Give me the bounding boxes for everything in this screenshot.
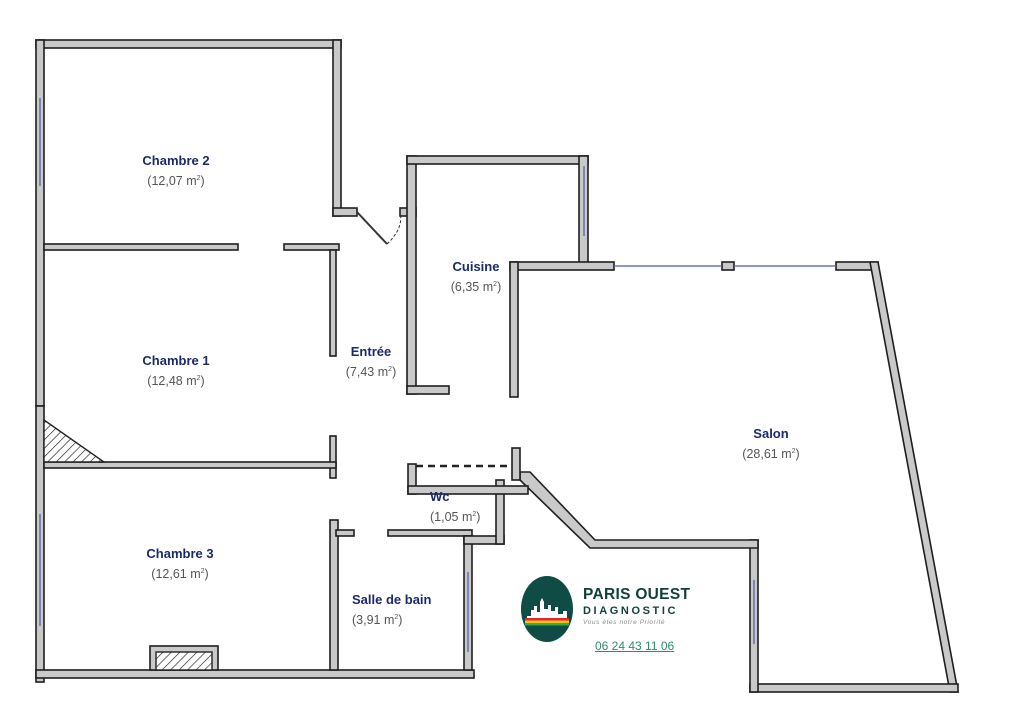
wall-wc-bottom [407, 485, 529, 495]
wall-kitchen-inner-right [509, 261, 519, 398]
wall-bottom-left [35, 669, 475, 679]
room-name: Cuisine [452, 259, 500, 274]
wall-entry-stub [332, 207, 358, 217]
logo-brand: PARIS OUEST [583, 586, 691, 603]
room-name: Chambre 1 [142, 353, 210, 368]
skyline-icon [525, 598, 569, 626]
duct-bedroom1 [43, 418, 107, 463]
room-area: (12,48 m2) [147, 374, 205, 389]
logo-emblem [521, 576, 573, 642]
wall-left-upper [35, 39, 45, 407]
room-label-entree: Entrée (7,43 m2) [334, 343, 408, 381]
logo-tagline: Vous êtes notre Priorité [583, 619, 666, 626]
room-label-salon: Salon (28,61 m2) [724, 425, 818, 463]
room-name: Entrée [350, 344, 392, 359]
room-area: (1,05 m2) [430, 510, 481, 525]
room-label-chambre-2: Chambre 2 (12,07 m2) [118, 152, 234, 190]
room-area: (12,07 m2) [147, 174, 205, 189]
logo-subtitle: DIAGNOSTIC [583, 605, 679, 617]
room-name: Chambre 2 [142, 153, 210, 168]
phone-link[interactable]: 06 24 43 11 06 [595, 639, 675, 653]
room-area: (12,61 m2) [151, 567, 209, 582]
room-name: Salle de bain [352, 592, 432, 607]
company-logo: PARIS OUEST DIAGNOSTIC Vous êtes notre P… [521, 576, 691, 656]
wall-wc-right [495, 479, 505, 545]
wall-kitchen-bottom [406, 385, 450, 395]
wall-bedroom2-bottom-left [43, 243, 239, 251]
room-label-salle-de-bain: Salle de bain (3,91 m2) [344, 591, 444, 629]
room-label-wc: Wc (1,05 m2) [424, 488, 492, 526]
room-area: (7,43 m2) [345, 365, 397, 380]
wall-salon-right [869, 261, 959, 693]
room-label-cuisine: Cuisine (6,35 m2) [436, 258, 516, 296]
room-name: Wc [430, 489, 450, 504]
wall-bath-top-stub [335, 529, 355, 537]
wall-bedroom1-right [329, 249, 337, 357]
room-name: Salon [753, 426, 789, 441]
room-area: (28,61 m2) [742, 447, 800, 462]
room-area: (3,91 m2) [352, 613, 403, 628]
wall-bedroom2-bottom-right [283, 243, 340, 251]
room-label-chambre-3: Chambre 3 (12,61 m2) [122, 545, 238, 583]
wall-top-bedroom2 [35, 39, 342, 49]
entry-door-leaf [356, 211, 388, 245]
wall-kitchen-inner-bottom [509, 261, 615, 271]
wall-salon-bottom [749, 683, 959, 693]
duct-bedroom3 [155, 651, 213, 671]
room-area: (6,35 m2) [450, 280, 502, 295]
wall-bath-top [387, 529, 473, 537]
wall-bedroom1-right-lower [329, 435, 337, 479]
wall-bedroom3-right [329, 519, 339, 671]
wall-kitchen-top [406, 155, 589, 165]
room-label-chambre-1: Chambre 1 (12,48 m2) [118, 352, 234, 390]
wall-kitchen-left [406, 155, 417, 395]
wall-salon-top-stub [721, 261, 735, 271]
wall-bedroom2-right [332, 39, 342, 217]
wall-bedroom1-bottom [43, 461, 337, 469]
room-name: Chambre 3 [146, 546, 214, 561]
wall-wc-top-right [511, 447, 521, 481]
wall-salon-diagonal [519, 471, 759, 549]
entry-door-swing [386, 211, 402, 245]
